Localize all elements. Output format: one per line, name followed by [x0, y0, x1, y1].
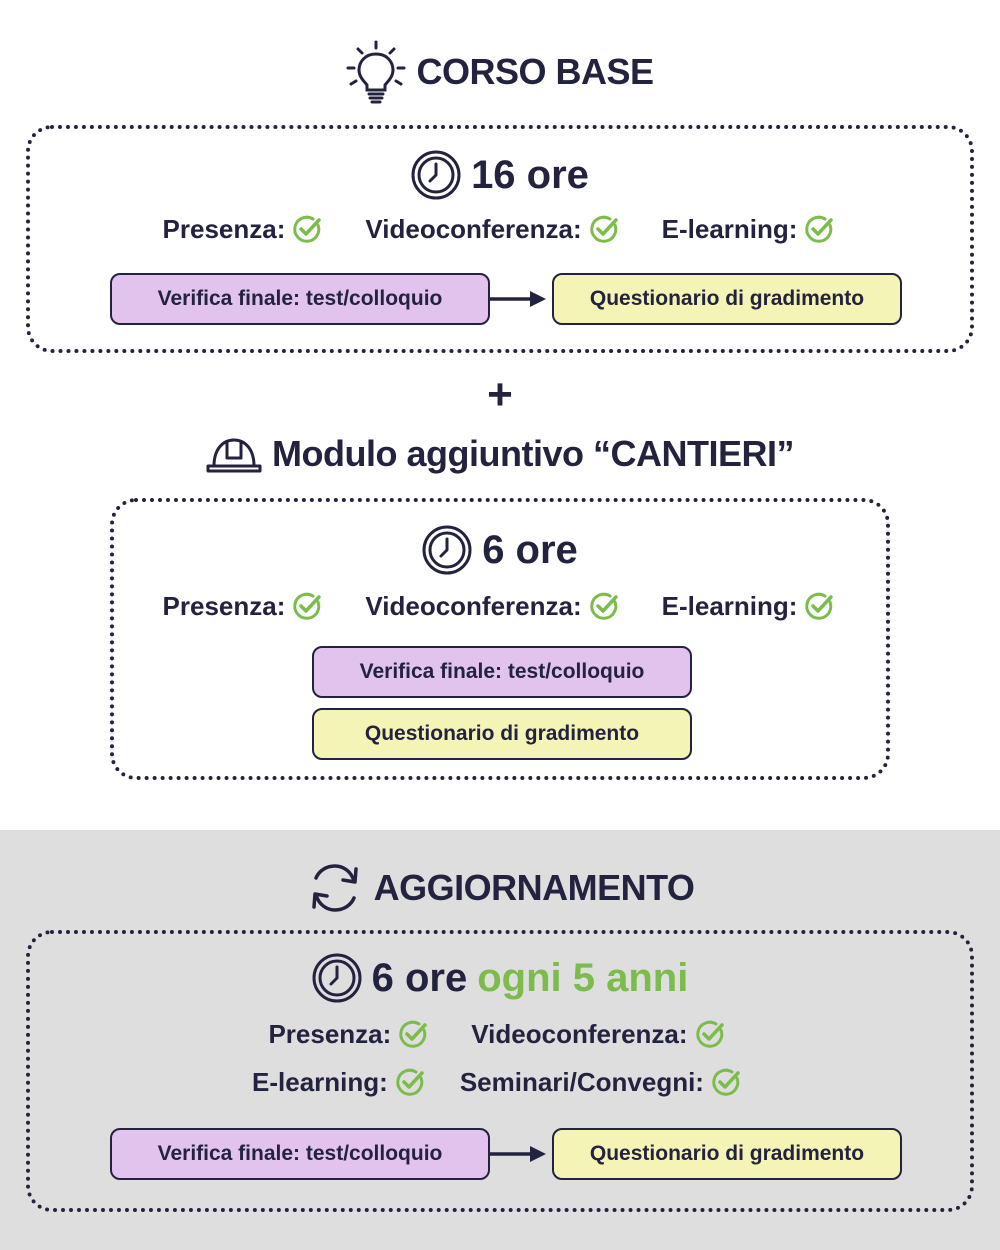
mode-label: Presenza:	[162, 590, 286, 621]
verifica-finale-pill: Verifica finale: test/colloquio	[110, 273, 490, 325]
corso-base-modes: Presenza: Videoconferenza: E-learning:	[28, 213, 970, 245]
check-icon	[399, 1020, 428, 1048]
check-icon	[293, 592, 322, 620]
aggiornamento-heading: AGGIORNAMENTO	[0, 856, 1000, 920]
mode-elearning: E-learning:	[662, 213, 836, 245]
hours-text: 6 ore	[371, 955, 468, 1000]
clock-icon	[422, 525, 472, 575]
mode-videoconferenza: Videoconferenza:	[365, 590, 619, 622]
mode-label: Presenza:	[162, 213, 286, 244]
hours-frequency: ogni 5 anni	[477, 955, 689, 1000]
questionario-pill: Questionario di gradimento	[552, 1128, 902, 1180]
hours-text: 16 ore	[471, 152, 589, 197]
plus-sign: +	[487, 370, 513, 419]
mode-elearning: E-learning:	[662, 590, 836, 622]
aggiornamento-modes-row2: E-learning: Seminari/Convegni:	[24, 1066, 970, 1098]
check-icon	[396, 1068, 424, 1096]
aggiornamento-modes-row1: Presenza: Videoconferenza:	[24, 1018, 970, 1050]
mode-label: Seminari/Convegni:	[459, 1066, 704, 1097]
mode-videoconferenza: Videoconferenza:	[471, 1018, 725, 1050]
mode-videoconferenza: Videoconferenza:	[365, 213, 619, 245]
modulo-title: Modulo aggiuntivo “CANTIERI”	[272, 433, 794, 474]
corso-base-title: CORSO BASE	[416, 51, 654, 92]
verifica-finale-pill: Verifica finale: test/colloquio	[312, 646, 692, 698]
mode-label: E-learning:	[661, 213, 798, 244]
clock-icon	[411, 150, 461, 200]
mode-elearning: E-learning:	[252, 1066, 426, 1098]
mode-label: Videoconferenza:	[471, 1018, 688, 1049]
questionario-pill: Questionario di gradimento	[552, 273, 902, 325]
mode-label: Videoconferenza:	[365, 590, 582, 621]
check-icon	[805, 592, 834, 620]
mode-label: Presenza:	[268, 1018, 392, 1049]
mode-label: E-learning:	[252, 1066, 388, 1097]
hard-hat-icon	[206, 438, 262, 473]
modulo-box: 6 ore Presenza: Videoconferenza: E-learn…	[110, 498, 890, 780]
check-icon	[293, 215, 322, 243]
modulo-hours: 6 ore	[114, 524, 886, 576]
check-icon	[712, 1068, 740, 1096]
check-icon	[589, 592, 618, 620]
aggiornamento-box: 6 ore ogni 5 anni Presenza: Videoconfere…	[26, 930, 974, 1212]
corso-base-heading: CORSO BASE	[0, 34, 1000, 110]
modulo-modes: Presenza: Videoconferenza: E-learning:	[112, 590, 886, 622]
check-icon	[589, 215, 618, 243]
verifica-finale-pill: Verifica finale: test/colloquio	[110, 1128, 490, 1180]
clock-icon	[312, 953, 362, 1003]
modulo-heading: Modulo aggiuntivo “CANTIERI”	[0, 424, 1000, 484]
corso-base-hours: 16 ore	[30, 149, 970, 201]
mode-seminari-convegni: Seminari/Convegni:	[460, 1066, 742, 1098]
mode-presenza: Presenza:	[268, 1018, 429, 1050]
check-icon	[805, 215, 834, 243]
questionario-pill: Questionario di gradimento	[312, 708, 692, 760]
lightbulb-icon	[346, 40, 406, 104]
refresh-icon	[311, 864, 358, 912]
aggiornamento-title: AGGIORNAMENTO	[373, 867, 695, 908]
hours-text: 6 ore	[482, 527, 578, 572]
aggiornamento-section	[0, 830, 1000, 1250]
aggiornamento-hours: 6 ore ogni 5 anni	[30, 952, 970, 1004]
mode-label: Videoconferenza:	[365, 213, 582, 244]
mode-presenza: Presenza:	[163, 590, 324, 622]
corso-base-box: 16 ore Presenza: Videoconferenza: E-lear…	[26, 125, 974, 353]
mode-label: E-learning:	[661, 590, 798, 621]
mode-presenza: Presenza:	[163, 213, 324, 245]
arrow-right-icon	[490, 1146, 546, 1162]
check-icon	[695, 1020, 724, 1048]
arrow-right-icon	[490, 291, 546, 307]
